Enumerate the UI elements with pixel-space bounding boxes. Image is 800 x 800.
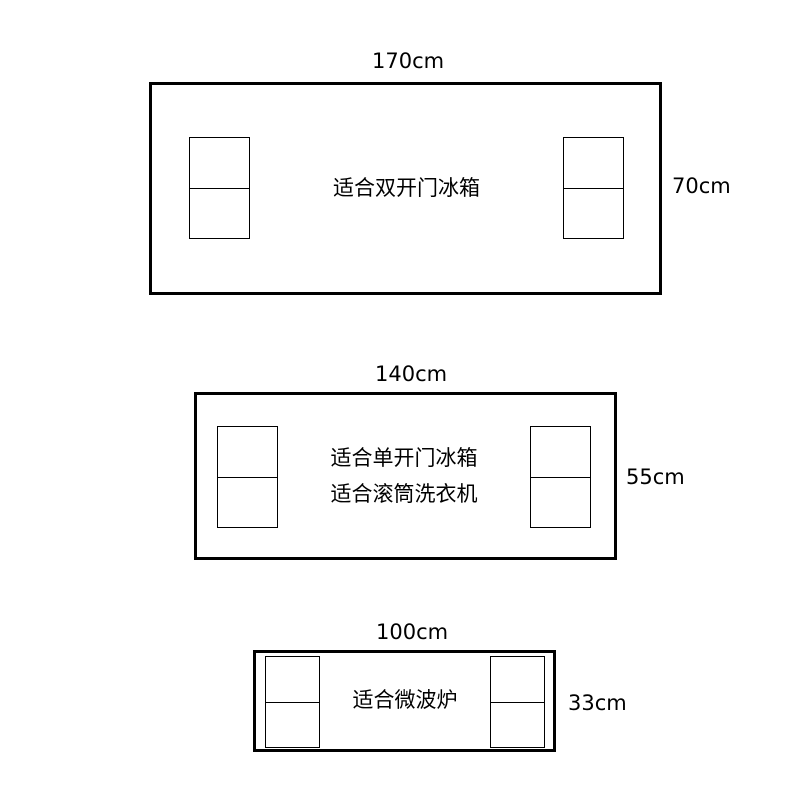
stand-1-description: 适合双开门冰箱	[250, 170, 563, 206]
stand-1-left-foot	[189, 137, 250, 239]
stand-3-right-foot	[490, 656, 545, 748]
stand-2-right-foot	[530, 426, 591, 528]
stand-3-line-1: 适合微波炉	[352, 688, 458, 712]
stand-1-outline	[149, 82, 662, 295]
stand-3-depth-label: 33cm	[568, 691, 627, 715]
stand-2-depth-label: 55cm	[626, 465, 685, 489]
stand-2-outline	[194, 392, 617, 560]
stand-3-left-foot	[265, 656, 320, 748]
stand-1-width-label: 170cm	[372, 49, 445, 73]
stand-2-line-2: 适合滚筒洗衣机	[330, 482, 478, 506]
stand-1-depth-label: 70cm	[672, 174, 731, 198]
stand-1-right-foot	[563, 137, 624, 239]
stand-2-description: 适合单开门冰箱 适合滚筒洗衣机	[278, 440, 530, 512]
stand-3-width-label: 100cm	[376, 620, 449, 644]
stand-2-line-1: 适合单开门冰箱	[330, 446, 478, 470]
stand-2-left-foot	[217, 426, 278, 528]
stand-2-width-label: 140cm	[375, 362, 448, 386]
stand-3-outline	[253, 650, 556, 752]
stand-1-line-1: 适合双开门冰箱	[333, 176, 480, 200]
stand-3-description: 适合微波炉	[320, 682, 490, 718]
